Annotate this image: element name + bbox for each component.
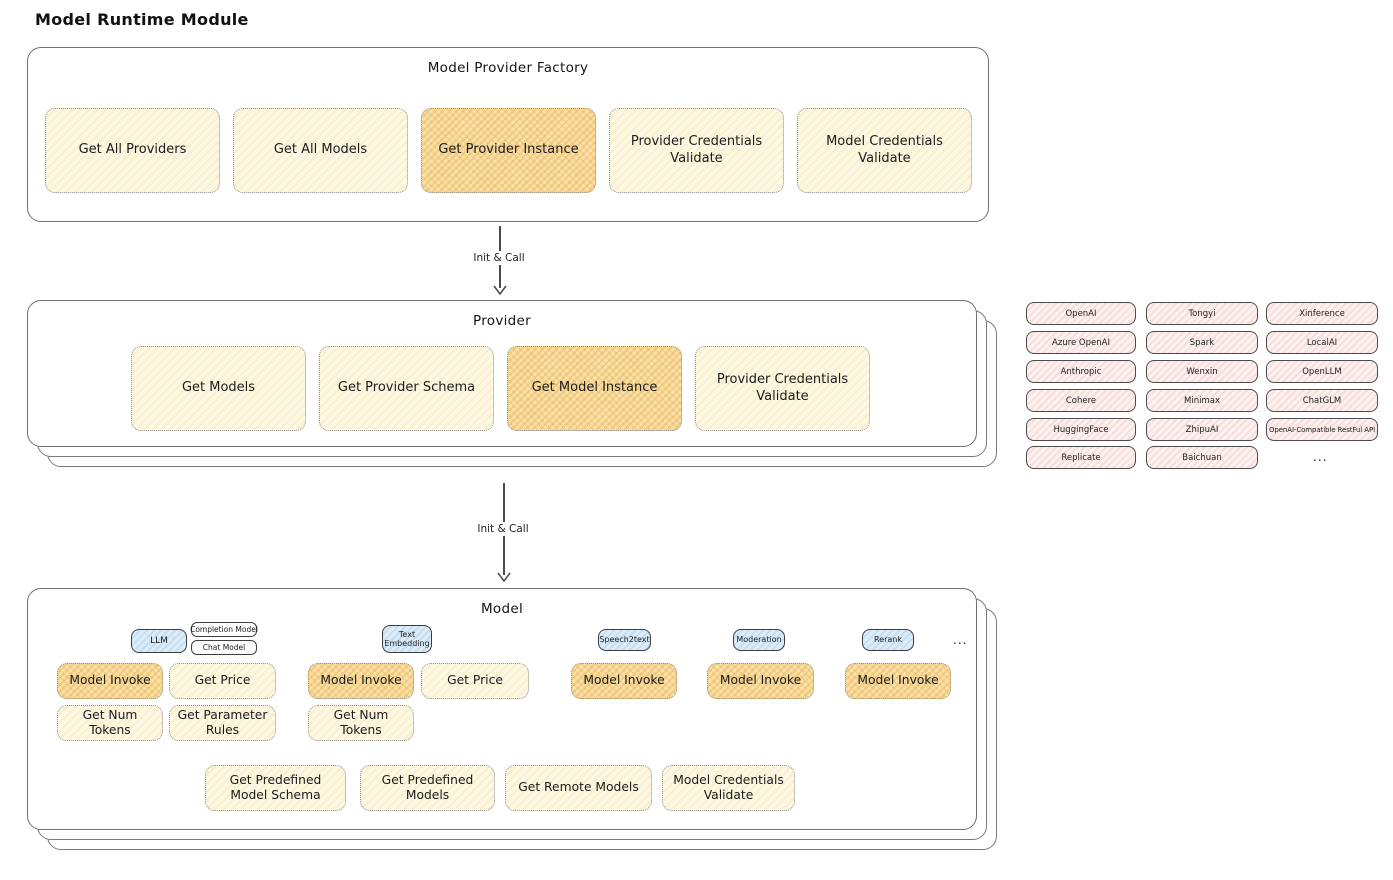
model-type-text-embedding: Text Embedding <box>382 625 432 653</box>
llm-get-parameter-rules: Get Parameter Rules <box>169 705 276 741</box>
model-type-moderation: Moderation <box>733 629 785 651</box>
provider-action-get-provider-schema: Get Provider Schema <box>319 346 494 431</box>
provider-chip-chatglm: ChatGLM <box>1266 389 1378 412</box>
provider-chip-anthropic: Anthropic <box>1026 360 1136 383</box>
providers-more-ellipsis: ... <box>1313 450 1328 464</box>
text-embedding-get-price: Get Price <box>421 663 529 699</box>
model-get-predefined-model-schema: Get Predefined Model Schema <box>205 765 346 811</box>
provider-action-get-model-instance: Get Model Instance <box>507 346 682 431</box>
rerank-model-invoke: Model Invoke <box>845 663 951 699</box>
text-embedding-get-num-tokens: Get Num Tokens <box>308 705 414 741</box>
provider-chip-baichuan: Baichuan <box>1146 446 1258 469</box>
provider-chip-replicate: Replicate <box>1026 446 1136 469</box>
provider-chip-localai: LocalAI <box>1266 331 1378 354</box>
down-arrowhead-icon <box>493 285 507 295</box>
init-call-label-1: Init & Call <box>468 251 530 265</box>
model-get-predefined-models: Get Predefined Models <box>360 765 495 811</box>
text-embedding-model-invoke: Model Invoke <box>308 663 414 699</box>
model-type-rerank: Rerank <box>862 629 914 651</box>
provider-chip-huggingface: HuggingFace <box>1026 418 1136 441</box>
factory-action-get-provider-instance: Get Provider Instance <box>421 108 596 193</box>
factory-action-get-all-models: Get All Models <box>233 108 408 193</box>
provider-panel: Provider Get Models Get Provider Schema … <box>27 300 977 447</box>
moderation-model-invoke: Model Invoke <box>707 663 814 699</box>
provider-chip-openllm: OpenLLM <box>1266 360 1378 383</box>
provider-action-provider-credentials-validate: Provider Credentials Validate <box>695 346 870 431</box>
provider-panel-title: Provider <box>473 313 531 329</box>
provider-chip-azure-openai: Azure OpenAI <box>1026 331 1136 354</box>
model-panel: Model LLM Completion Model Chat Model Te… <box>27 588 977 830</box>
llm-get-num-tokens: Get Num Tokens <box>57 705 163 741</box>
model-type-chat-model: Chat Model <box>191 640 257 655</box>
provider-action-get-models: Get Models <box>131 346 306 431</box>
model-types-more-ellipsis: ... <box>953 633 968 647</box>
provider-chip-cohere: Cohere <box>1026 389 1136 412</box>
llm-model-invoke: Model Invoke <box>57 663 163 699</box>
model-type-llm: LLM <box>131 629 187 653</box>
factory-action-model-credentials-validate: Model Credentials Validate <box>797 108 972 193</box>
page-title: Model Runtime Module <box>35 10 249 29</box>
factory-action-get-all-providers: Get All Providers <box>45 108 220 193</box>
provider-chip-minimax: Minimax <box>1146 389 1258 412</box>
factory-panel-title: Model Provider Factory <box>427 60 589 76</box>
model-type-completion-model: Completion Model <box>190 622 258 637</box>
model-panel-title: Model <box>480 601 524 617</box>
factory-panel: Model Provider Factory Get All Providers… <box>27 47 989 222</box>
factory-action-provider-credentials-validate: Provider Credentials Validate <box>609 108 784 193</box>
provider-chip-zhipuai: ZhipuAI <box>1146 418 1258 441</box>
provider-chip-xinference: Xinference <box>1266 302 1378 325</box>
llm-get-price: Get Price <box>169 663 276 699</box>
speech2text-model-invoke: Model Invoke <box>571 663 677 699</box>
model-type-speech2text: Speech2text <box>598 629 651 651</box>
provider-chip-tongyi: Tongyi <box>1146 302 1258 325</box>
model-get-remote-models: Get Remote Models <box>505 765 652 811</box>
provider-chip-openai-compatible-restful-api: OpenAI-Compatible RestFul API <box>1266 418 1378 441</box>
init-call-label-2: Init & Call <box>472 522 534 536</box>
model-credentials-validate: Model Credentials Validate <box>662 765 795 811</box>
provider-chip-spark: Spark <box>1146 331 1258 354</box>
provider-chip-wenxin: Wenxin <box>1146 360 1258 383</box>
down-arrowhead-icon <box>497 572 511 582</box>
provider-chip-openai: OpenAI <box>1026 302 1136 325</box>
